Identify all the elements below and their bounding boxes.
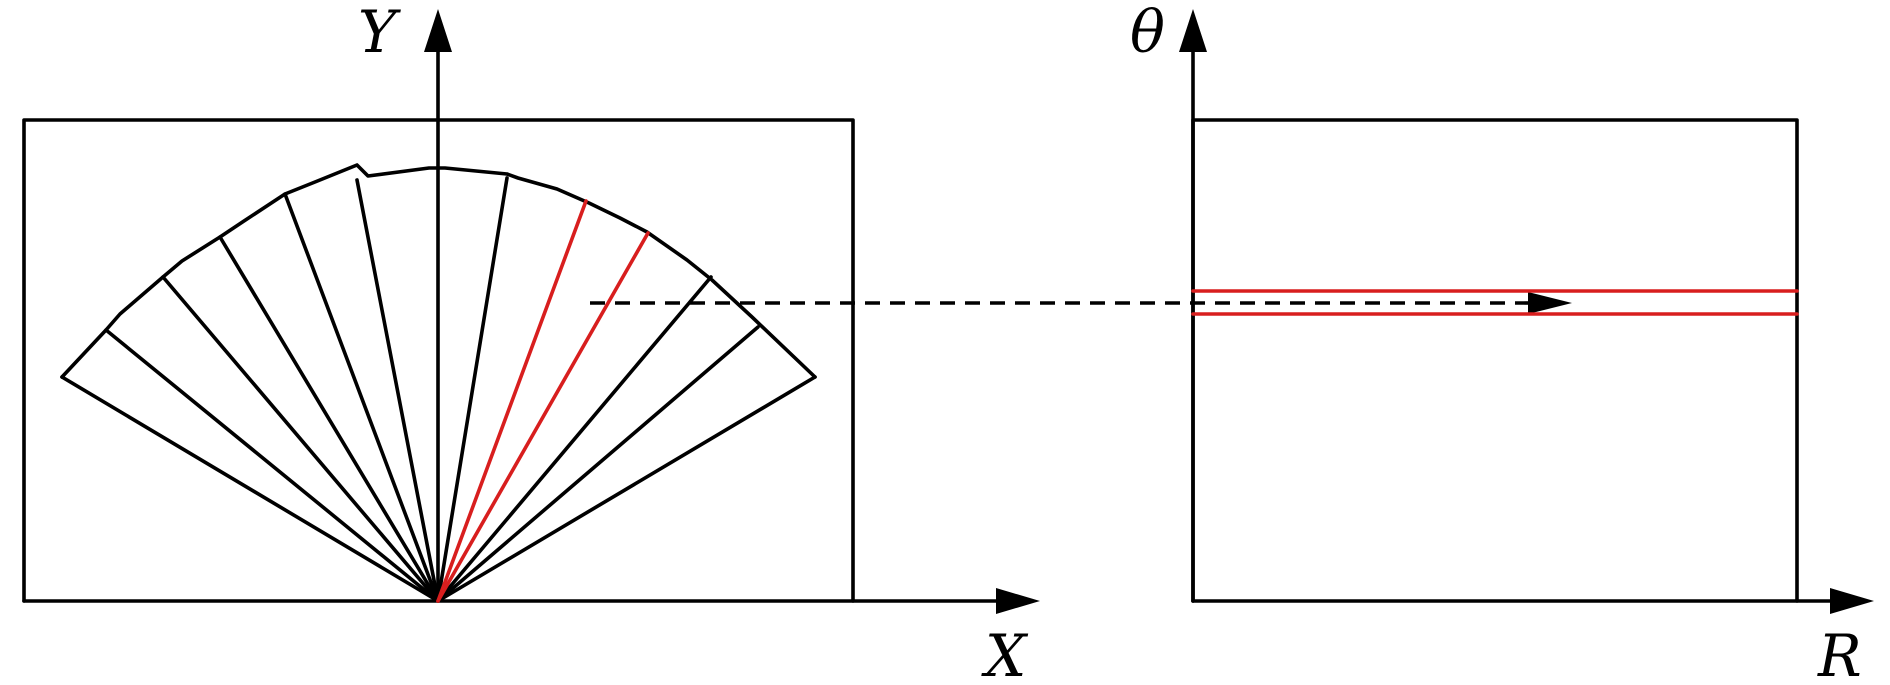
fan-ray xyxy=(60,375,440,603)
r-axis-label: R xyxy=(1817,622,1862,685)
theta-axis-arrowhead xyxy=(1179,9,1207,52)
r-axis-arrowhead xyxy=(1830,588,1874,614)
fan-ray xyxy=(436,176,509,603)
fan-ray xyxy=(218,235,440,603)
connector-arrowhead xyxy=(1528,292,1572,314)
highlighted-ray xyxy=(436,199,588,603)
left-panel: Y X xyxy=(22,0,1040,685)
fan-ray xyxy=(436,275,713,603)
highlighted-rays xyxy=(436,199,650,603)
right-frame xyxy=(1191,118,1799,603)
fan-ray xyxy=(355,178,440,603)
x-axis-label: X xyxy=(981,622,1029,685)
theta-axis-label: θ xyxy=(1130,0,1165,66)
y-axis-arrowhead xyxy=(424,9,452,52)
fan-ray xyxy=(436,375,817,603)
right-panel: θ R xyxy=(1130,0,1874,685)
highlighted-ray xyxy=(436,231,650,603)
fan-arc xyxy=(60,163,817,379)
fan-ray xyxy=(104,328,440,603)
highlighted-band xyxy=(1191,289,1799,316)
fan-rays xyxy=(60,176,817,603)
x-axis-arrowhead xyxy=(996,588,1040,614)
fan-ray xyxy=(283,192,440,603)
fan-ray xyxy=(161,275,440,603)
dashed-connector xyxy=(590,292,1572,314)
fan-ray xyxy=(436,325,760,603)
y-axis-label: Y xyxy=(358,0,401,66)
